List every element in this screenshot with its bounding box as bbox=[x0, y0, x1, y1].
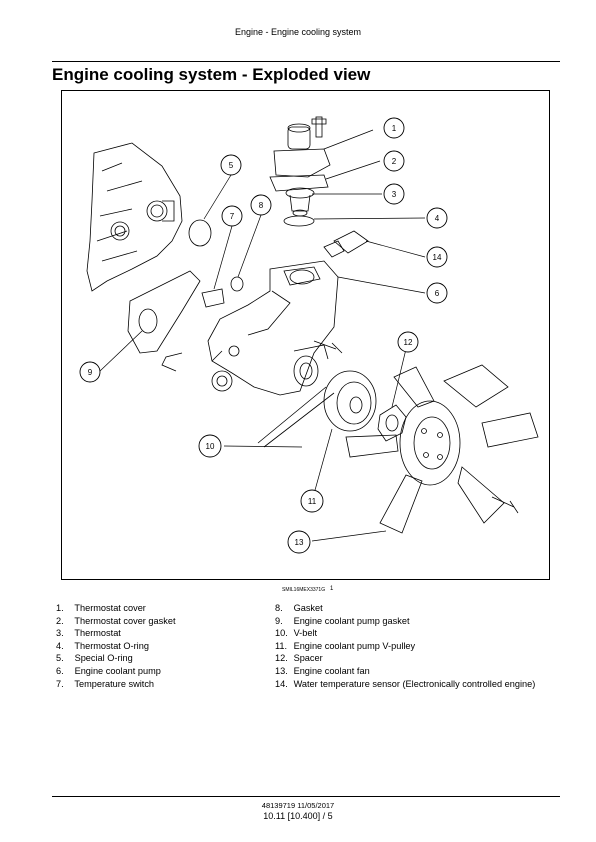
legend-item: 6. Engine coolant pump bbox=[56, 665, 161, 676]
figure-number: 1 bbox=[330, 586, 334, 592]
callout-2: 2 bbox=[383, 150, 405, 172]
legend-item: 2. Thermostat cover gasket bbox=[56, 615, 176, 626]
callout-3: 3 bbox=[383, 183, 405, 205]
footer-rule bbox=[52, 796, 560, 797]
figure-code: SMIL16MEX3371G bbox=[282, 587, 326, 593]
title-rule bbox=[52, 61, 560, 62]
v-pulley-drawing bbox=[323, 370, 377, 432]
callout-12: 12 bbox=[397, 331, 419, 353]
callout-14: 14 bbox=[426, 246, 448, 268]
svg-text:7: 7 bbox=[230, 212, 235, 221]
footer-page-ref: 10.11 [10.400] / 5 bbox=[263, 811, 333, 821]
legend-item: 10. V-belt bbox=[275, 628, 318, 639]
callout-6: 6 bbox=[426, 282, 448, 304]
svg-text:5: 5 bbox=[229, 161, 234, 170]
svg-text:12: 12 bbox=[404, 338, 413, 347]
legend-item: 3. Thermostat bbox=[56, 628, 121, 639]
legend-item: 4. Thermostat O-ring bbox=[56, 640, 149, 651]
parts-legend-right: 8. Gasket 9. Engine coolant pump gasket … bbox=[275, 602, 535, 690]
legend-item: 12. Spacer bbox=[275, 653, 323, 664]
svg-text:13: 13 bbox=[295, 538, 304, 547]
legend-item: 7. Temperature switch bbox=[56, 678, 155, 689]
v-belt-drawing bbox=[257, 386, 335, 448]
callout-8: 8 bbox=[250, 194, 272, 216]
svg-text:1: 1 bbox=[392, 124, 397, 133]
legend-item: 1. Thermostat cover bbox=[56, 603, 146, 613]
legend-item: 9. Engine coolant pump gasket bbox=[275, 615, 410, 626]
page-title: Engine cooling system - Exploded view bbox=[52, 65, 371, 84]
svg-text:8: 8 bbox=[259, 201, 264, 210]
legend-item: 14. Water temperature sensor (Electronic… bbox=[275, 678, 536, 689]
thermostat-drawing bbox=[285, 187, 315, 217]
exploded-view-figure: 1 2 3 4 5 6 7 8 9 10 11 12 13 14 bbox=[61, 90, 550, 580]
legend-item: 11. Engine coolant pump V-pulley bbox=[275, 640, 416, 651]
callout-4: 4 bbox=[426, 207, 448, 229]
svg-text:9: 9 bbox=[88, 368, 93, 377]
spacer-drawing bbox=[377, 404, 407, 442]
svg-text:2: 2 bbox=[392, 157, 397, 166]
parts-legend-left: 1. Thermostat cover 2. Thermostat cover … bbox=[56, 602, 176, 690]
svg-text:4: 4 bbox=[435, 214, 440, 223]
thermostat-cover-drawing bbox=[273, 116, 331, 178]
callout-1: 1 bbox=[383, 117, 405, 139]
legend-item: 5. Special O-ring bbox=[56, 653, 133, 664]
legend-item: 8. Gasket bbox=[275, 603, 323, 613]
pump-gasket-drawing bbox=[127, 270, 201, 354]
callout-13: 13 bbox=[287, 530, 311, 554]
engine-block-drawing bbox=[86, 142, 183, 292]
callout-leaders bbox=[99, 129, 426, 542]
running-header: Engine - Engine cooling system bbox=[234, 27, 362, 37]
callout-9: 9 bbox=[79, 361, 101, 383]
footer-doc-ref: 48139719 11/05/2017 bbox=[261, 801, 335, 810]
callout-10: 10 bbox=[198, 434, 222, 458]
svg-text:10: 10 bbox=[206, 442, 215, 451]
coolant-pump-drawing bbox=[161, 260, 339, 396]
legend-item: 13. Engine coolant fan bbox=[275, 665, 370, 676]
coolant-fan-drawing bbox=[345, 364, 539, 534]
svg-text:11: 11 bbox=[308, 497, 317, 506]
exploded-view-drawing: 1 2 3 4 5 6 7 8 9 10 11 12 13 14 bbox=[79, 116, 539, 554]
svg-text:6: 6 bbox=[435, 289, 440, 298]
svg-text:3: 3 bbox=[392, 190, 397, 199]
svg-text:14: 14 bbox=[433, 253, 442, 262]
water-temp-sensor-drawing bbox=[323, 230, 369, 258]
callout-5: 5 bbox=[220, 154, 242, 176]
special-o-ring-drawing bbox=[188, 219, 212, 247]
callout-11: 11 bbox=[300, 489, 324, 513]
temperature-switch-drawing bbox=[201, 288, 225, 308]
callout-circles: 1 2 3 4 5 6 7 8 9 10 11 12 13 14 bbox=[79, 117, 448, 554]
callout-7: 7 bbox=[221, 205, 243, 227]
